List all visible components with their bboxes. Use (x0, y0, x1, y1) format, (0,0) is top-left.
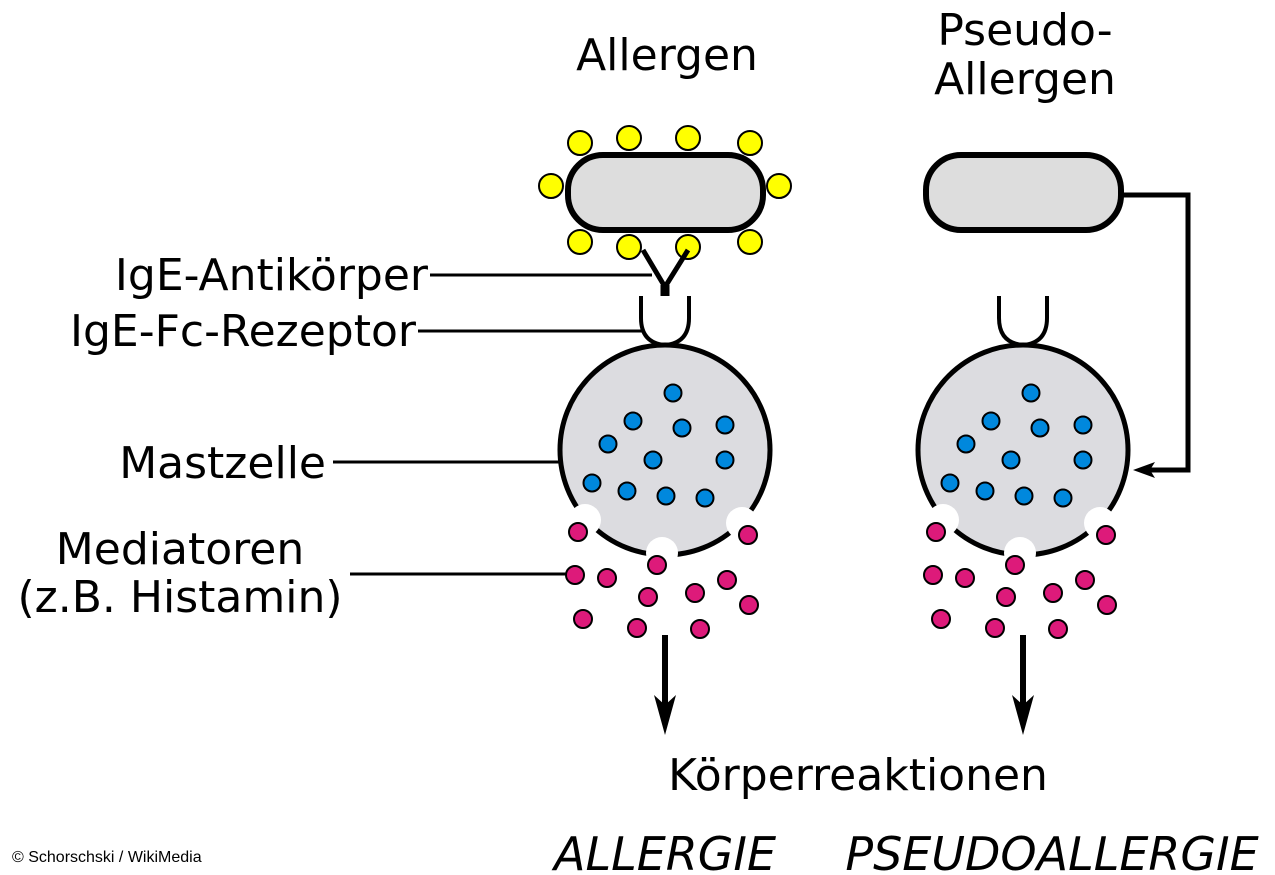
granule-dot (956, 434, 976, 454)
granule-dot (656, 486, 676, 506)
mediator-dot (739, 595, 759, 615)
antigen-dot (567, 130, 593, 156)
mast-cell-right (915, 342, 1131, 639)
granule-dot (1021, 383, 1041, 403)
mediator-dot (931, 609, 951, 629)
granule-dot (1073, 450, 1093, 470)
granule-dot (940, 473, 960, 493)
granule-dot (1030, 418, 1050, 438)
granule-dot (582, 473, 602, 493)
pseudo-allergen-title-2: Allergen (934, 54, 1116, 105)
mediator-dot (738, 525, 758, 545)
mediator-dot (1096, 525, 1116, 545)
mediator-dot (1097, 595, 1117, 615)
mast-cell-left (557, 342, 773, 639)
allergen-title: Allergen (576, 30, 758, 81)
reaction-arrows (654, 635, 1034, 735)
label-ige-antibody: IgE-Antikörper (115, 250, 429, 301)
label-mediators-2: (z.B. Histamin) (18, 572, 343, 623)
mediator-dot (627, 618, 647, 638)
pseudo-allergen-body (923, 152, 1124, 233)
antigen-dot (616, 234, 642, 260)
pseudo-activation-arrow (1121, 192, 1191, 473)
granule-dot (1014, 486, 1034, 506)
label-mediators-1: Mediatoren (56, 524, 304, 575)
antigen-dot (567, 229, 593, 255)
granule-dot (617, 481, 637, 501)
result-pseudoallergy: PSEUDOALLERGIE (845, 827, 1258, 875)
mediator-dot (955, 568, 975, 588)
antigen-dot (766, 173, 792, 199)
mediator-dot (1043, 583, 1063, 603)
pseudo-arrowhead-icon (1133, 462, 1155, 478)
label-ige-receptor: IgE-Fc-Rezeptor (70, 306, 417, 357)
mediator-dot (568, 522, 588, 542)
mediator-dot (717, 570, 737, 590)
credit: © Schorschski / WikiMedia (12, 849, 202, 866)
allergen-body (565, 152, 766, 233)
ige-receptor-left-icon (639, 296, 691, 348)
mediator-dot (597, 568, 617, 588)
pseudo-allergen-title-1: Pseudo- (937, 5, 1112, 56)
mediator-dot (923, 565, 943, 585)
result-allergy: ALLERGIE (551, 827, 776, 875)
granule-dot (623, 411, 643, 431)
granule-dot (975, 481, 995, 501)
granule-dot (1001, 450, 1021, 470)
mediator-dot (690, 619, 710, 639)
granule-dot (672, 418, 692, 438)
mediator-dot (926, 522, 946, 542)
outcome-label: Körperreaktionen (668, 750, 1048, 801)
mediator-dot (647, 555, 667, 575)
antigen-dot (675, 234, 701, 260)
granule-dot (598, 434, 618, 454)
mediator-dot (565, 565, 585, 585)
antigen-epitopes (538, 125, 792, 260)
granule-dot (1073, 415, 1093, 435)
antigen-dot (616, 125, 642, 151)
mediator-dot (573, 609, 593, 629)
label-leader-lines (333, 273, 652, 576)
antigen-dot (538, 173, 564, 199)
ige-receptor-right-icon (997, 296, 1049, 348)
antigen-dot (737, 229, 763, 255)
antigen-dot (737, 130, 763, 156)
granule-dot (715, 415, 735, 435)
mediator-dot (1005, 555, 1025, 575)
antigen-dot (675, 125, 701, 151)
granule-dot (715, 450, 735, 470)
label-mast-cell: Mastzelle (119, 438, 326, 489)
granule-dot (1053, 488, 1073, 508)
granule-dot (695, 488, 715, 508)
mediator-dot (1075, 570, 1095, 590)
mediator-dot (685, 583, 705, 603)
mediator-dot (638, 587, 658, 607)
mediator-dot (996, 587, 1016, 607)
granule-dot (981, 411, 1001, 431)
mediator-dot (985, 618, 1005, 638)
granule-dot (663, 383, 683, 403)
granule-dot (643, 450, 663, 470)
mediator-dot (1048, 619, 1068, 639)
